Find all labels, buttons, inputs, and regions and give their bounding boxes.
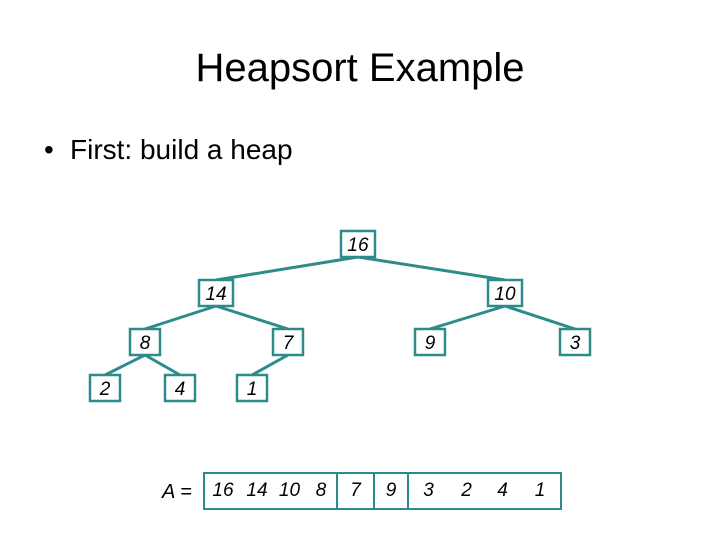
array-cell: 14: [246, 480, 268, 501]
heap-node-value: 2: [99, 379, 111, 400]
tree-edge: [144, 304, 217, 331]
heap-node-value: 8: [140, 333, 151, 354]
heap-node-box: [128, 327, 162, 357]
tree-edge: [104, 353, 146, 377]
array-cell: 2: [461, 480, 472, 501]
tree-edge: [251, 353, 289, 377]
heap-node-value: 9: [425, 333, 436, 354]
array-cell: 1: [534, 480, 546, 501]
slide-title: Heapsort Example: [195, 46, 525, 90]
array-label: A =: [162, 481, 192, 503]
heap-node-box: [163, 373, 197, 403]
array-cell: 3: [423, 480, 434, 501]
heap-node: 3: [558, 327, 592, 357]
heap-node: 8: [128, 327, 162, 357]
heap-node-value: 10: [494, 284, 516, 305]
heap-node-value: 14: [205, 284, 226, 305]
heap-node-value: 4: [175, 379, 186, 400]
tree-edge: [144, 353, 181, 377]
heap-node: 9: [413, 327, 447, 357]
tree-edge: [215, 255, 359, 282]
heap-node-box: [197, 278, 235, 308]
array-cell: 4: [497, 480, 508, 501]
heap-node-value: 16: [347, 235, 369, 256]
bullet-symbol: •: [44, 134, 54, 165]
array-cell: 16: [212, 480, 234, 501]
heap-node-box: [271, 327, 305, 357]
bullet-text: First: build a heap: [70, 134, 293, 165]
heap-node-box: [88, 373, 122, 403]
heap-node: 16: [339, 229, 377, 259]
heap-node: 14: [197, 278, 235, 308]
heap-node: 2: [88, 373, 122, 403]
tree-edge: [357, 255, 506, 282]
heap-node-value: 3: [570, 333, 581, 354]
heap-node-box: [486, 278, 524, 308]
heap-node: 4: [163, 373, 197, 403]
heap-node-value: 7: [283, 333, 295, 354]
bullet-item: • First: build a heap: [44, 132, 293, 168]
array-cell: 8: [306, 474, 338, 508]
array-cell: 7: [338, 474, 375, 508]
array-cell: 10: [278, 480, 301, 501]
tree-edges: [104, 255, 576, 377]
array-cell: 9: [375, 474, 409, 508]
heap-node: 10: [486, 278, 524, 308]
heap-node-box: [339, 229, 377, 259]
heap-node: 7: [271, 327, 305, 357]
tree-edge: [504, 304, 576, 331]
heap-node-box: [558, 327, 592, 357]
tree-edge: [215, 304, 289, 331]
tree-edge: [429, 304, 506, 331]
heap-node-value: 1: [247, 379, 258, 400]
heap-node-box: [235, 373, 269, 403]
heap-node-box: [413, 327, 447, 357]
heap-node: 1: [235, 373, 269, 403]
tree-nodes: 16 14 10 8 7 9 3 2 4 1: [88, 229, 592, 403]
